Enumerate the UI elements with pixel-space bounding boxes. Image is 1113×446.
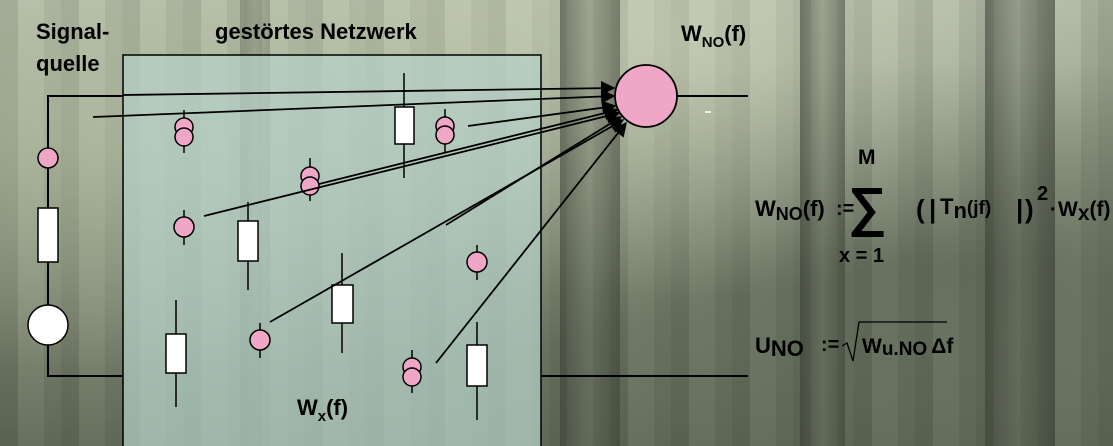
svg-text:2: 2 [1037, 183, 1048, 205]
noise-current-source-icon [402, 350, 422, 393]
network-title: gestörtes Netzwerk [215, 19, 418, 44]
noise-current-source-icon [174, 110, 194, 153]
noise-source-icon [37, 147, 59, 169]
svg-text:M: M [858, 146, 876, 169]
noise-voltage-source-icon [173, 210, 195, 245]
svg-text:WNO(f): WNO(f) [755, 196, 825, 224]
svg-text:UNO: UNO [755, 333, 804, 361]
svg-text::=: := [821, 334, 839, 356]
source-label-line2: quelle [36, 51, 100, 76]
noise-contribution-arrows [92, 80, 627, 364]
svg-text:): ) [1025, 194, 1034, 224]
signal-source-icon [27, 304, 69, 346]
background-tree-trunk [560, 0, 620, 446]
output-label: WNO(f) [681, 21, 746, 51]
noise-voltage-source-icon [249, 323, 271, 358]
background-tree-trunk [985, 0, 1055, 446]
noise-voltage-source-icon [466, 245, 488, 280]
svg-text:x = 1: x = 1 [839, 245, 884, 267]
resistor-icon [466, 344, 488, 387]
svg-text::=: := [836, 198, 854, 220]
wx-label: Wx(f) [297, 395, 348, 425]
noise-power-formula: WNO(f) := M ∑ x = 1 ( | Tn(jf) | ) 2 · W… [755, 146, 1111, 267]
svg-text:|: | [929, 194, 936, 224]
noise-current-source-icon [435, 109, 455, 152]
sqrt-sign [841, 321, 947, 362]
noise-current-source-icon [300, 158, 320, 201]
svg-text:|: | [1016, 194, 1023, 224]
resistor-icon [237, 220, 259, 262]
network-resistors [165, 73, 488, 420]
svg-text:∑: ∑ [848, 177, 887, 237]
signal-source-circuit [47, 95, 123, 377]
svg-text:·: · [1050, 199, 1057, 221]
svg-text:Wx(f): Wx(f) [1058, 198, 1111, 225]
output-summing-node-icon [614, 64, 678, 128]
source-label-line1: Signal- [36, 19, 109, 44]
svg-text:(: ( [916, 194, 925, 224]
resistor-icon [331, 284, 354, 324]
svg-text:Tn(jf): Tn(jf) [940, 194, 991, 223]
background-tree-trunk [800, 0, 845, 446]
source-resistor-icon [37, 207, 59, 263]
resistor-icon [165, 333, 187, 374]
resistor-icon [394, 106, 415, 145]
